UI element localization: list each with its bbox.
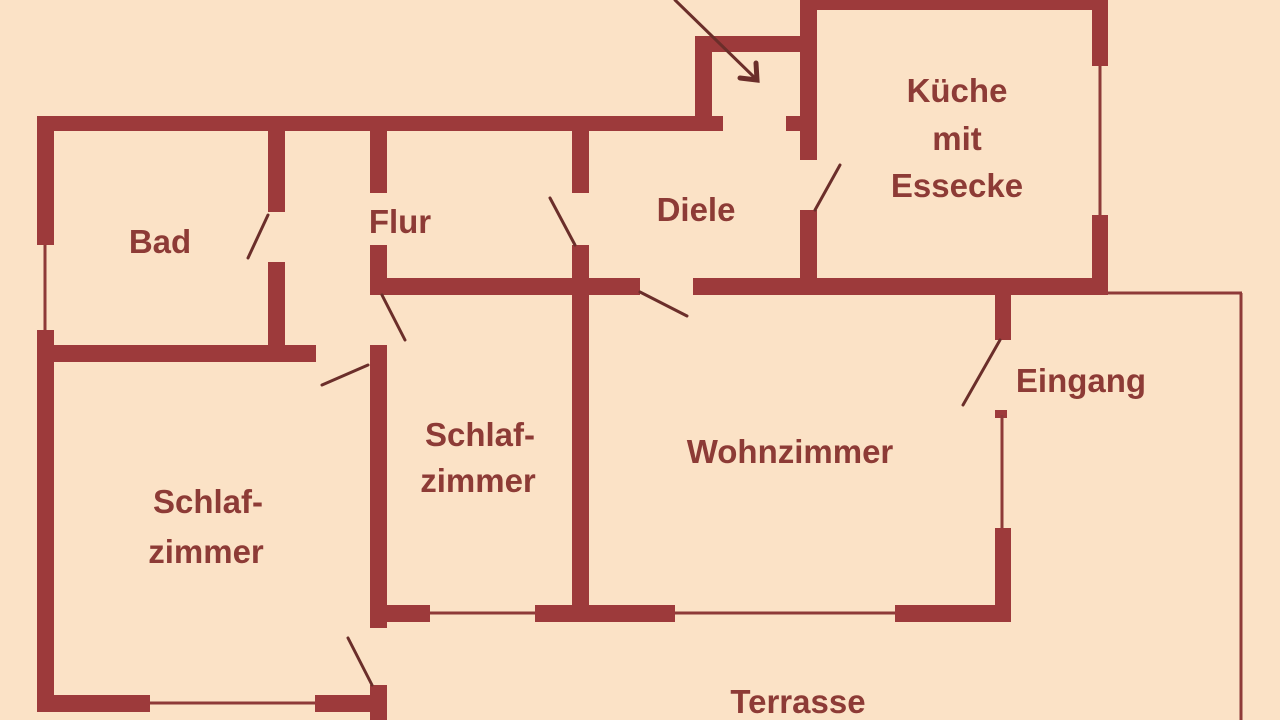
room-label-schlafzimmer-2: Schlaf- zimmer	[148, 483, 264, 570]
room-label-flur: Flur	[369, 203, 431, 240]
room-label-bad: Bad	[129, 223, 191, 260]
room-label-schlafzimmer-1: Schlaf- zimmer	[420, 416, 536, 499]
room-label-kueche: Küche mit Essecke	[891, 72, 1023, 204]
room-label-wohnzimmer: Wohnzimmer	[687, 433, 894, 470]
svg-text:Schlaf-: Schlaf-	[425, 416, 535, 453]
room-label-eingang: Eingang	[1016, 362, 1146, 399]
entrance-arrow-icon	[673, 0, 760, 83]
walls	[37, 0, 1243, 720]
svg-text:Küche: Küche	[907, 72, 1008, 109]
room-label-diele: Diele	[657, 191, 736, 228]
svg-text:Schlaf-: Schlaf-	[153, 483, 263, 520]
doors	[246, 163, 1002, 687]
svg-text:mit: mit	[932, 120, 982, 157]
svg-text:zimmer: zimmer	[148, 533, 264, 570]
svg-text:zimmer: zimmer	[420, 462, 536, 499]
svg-text:Essecke: Essecke	[891, 167, 1023, 204]
room-label-terrasse: Terrasse	[730, 683, 865, 720]
